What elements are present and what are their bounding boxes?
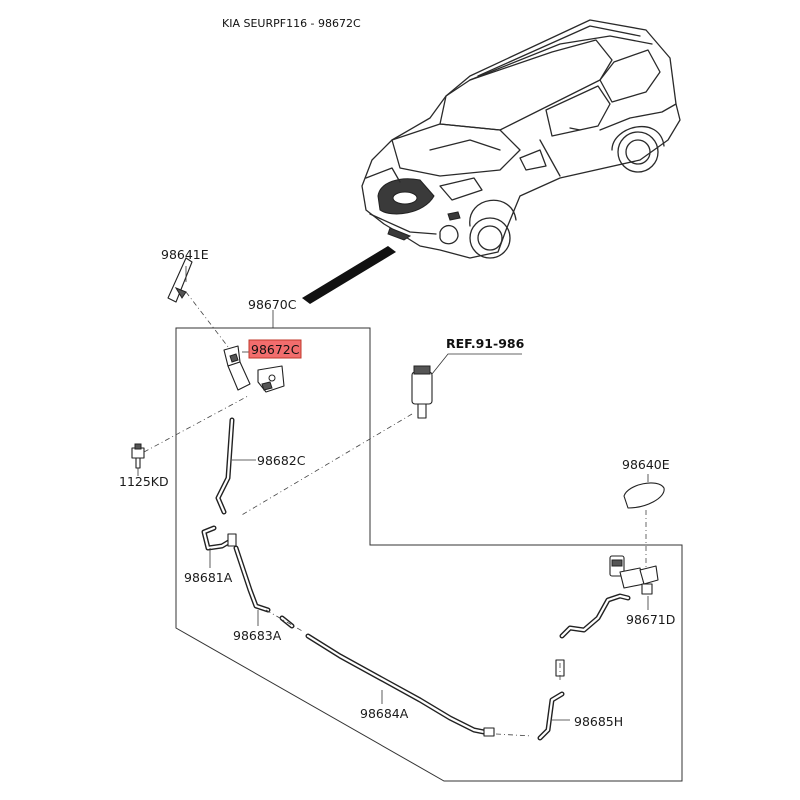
part-98671D-nozzle (609, 555, 659, 595)
label-ref: REF.91-986 (446, 336, 525, 351)
label-98671D: 98671D (626, 612, 675, 627)
label-98641E: 98641E (161, 247, 209, 262)
label-98681A: 98681A (184, 570, 233, 585)
dash-98684A (495, 733, 533, 737)
label-98683A: 98683A (233, 628, 282, 643)
hose-98681A (201, 525, 237, 551)
part-98640E-cover (623, 482, 665, 509)
label-98670C: 98670C (248, 297, 297, 312)
car-illustration (302, 19, 681, 304)
dash-98683A (265, 609, 305, 633)
label-98682C: 98682C (257, 453, 306, 468)
highlight-98672C-box (248, 339, 302, 359)
dash-ref (239, 413, 413, 517)
hose-98683A (233, 545, 295, 629)
hose-98685H (537, 659, 565, 741)
part-ref-pump (411, 365, 433, 419)
hose-98682C (215, 417, 235, 515)
highlight-98672C-label: 98672C (251, 342, 300, 357)
callout-wedge (302, 246, 396, 304)
label-1125KD: 1125KD (119, 474, 169, 489)
part-98672C-nozzle (223, 345, 285, 393)
dash-98641E (185, 291, 233, 353)
dash-1125KD (143, 395, 249, 453)
assembly-outline (175, 327, 683, 782)
leader-ref (431, 353, 522, 375)
label-98640E: 98640E (622, 457, 670, 472)
diagram-title: KIA SEURPF116 - 98672C (222, 17, 361, 30)
part-1125KD-bolt (131, 443, 145, 469)
label-98685H: 98685H (574, 714, 623, 729)
hose-98671D (559, 593, 631, 639)
hose-98684A (305, 633, 495, 737)
label-98684A: 98684A (360, 706, 409, 721)
